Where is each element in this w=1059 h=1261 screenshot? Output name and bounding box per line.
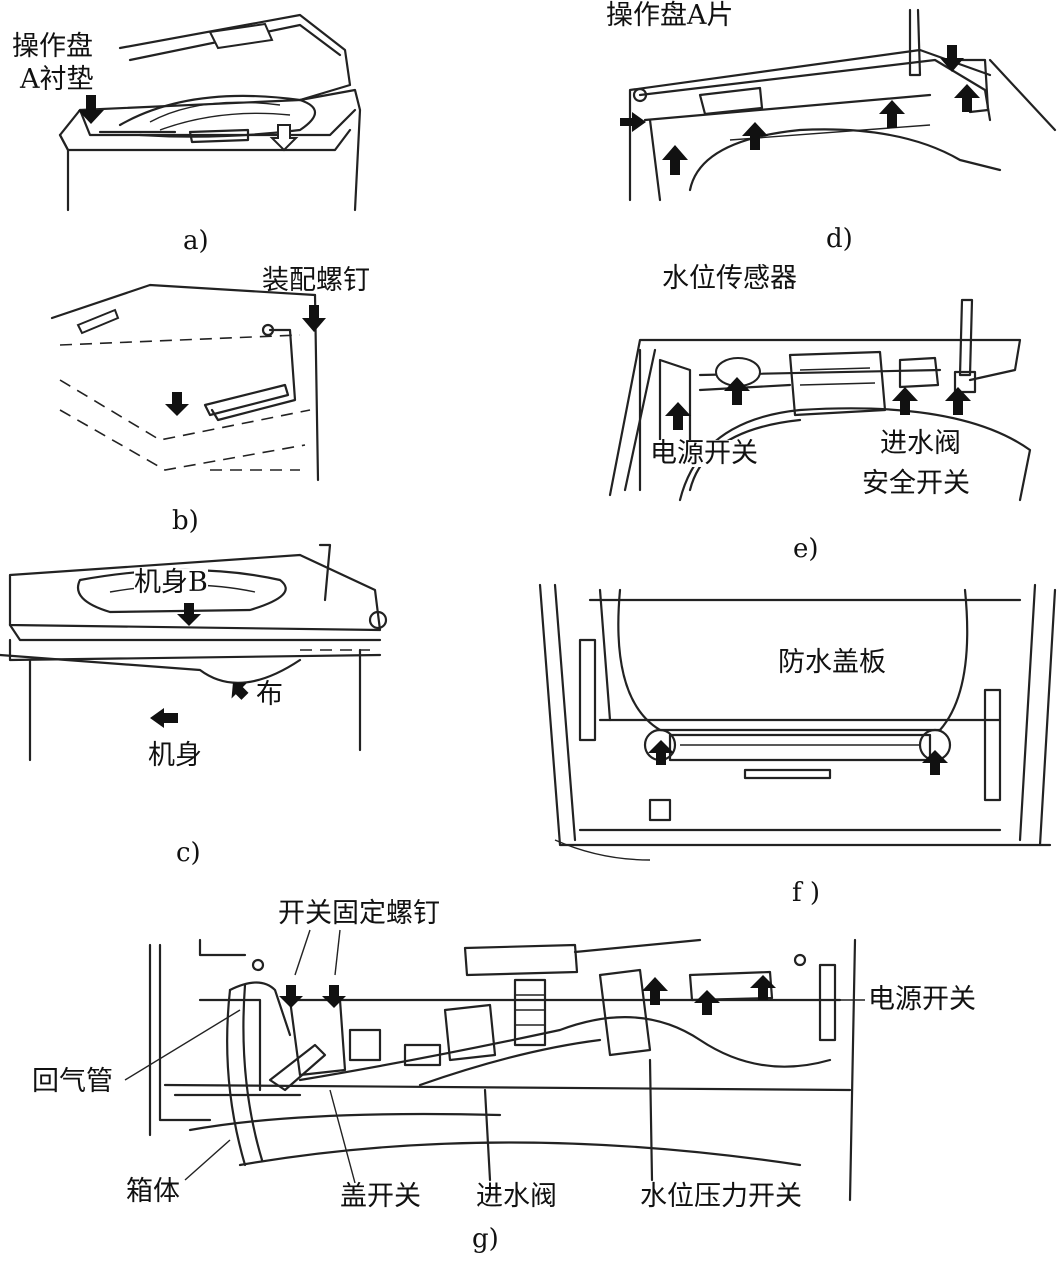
panel-f-drawing	[538, 583, 1057, 861]
panel-g-label-return-pipe: 回气管	[32, 1066, 113, 1097]
panel-a-label-line2: A衬垫	[20, 64, 94, 95]
panel-c-label-cloth: 布	[256, 679, 283, 710]
panel-e-label-valve: 进水阀	[880, 428, 961, 459]
panel-e-label-sensor: 水位传感器	[662, 263, 797, 294]
panel-g-label-power: 电源开关	[868, 984, 976, 1015]
panel-g-drawing	[124, 929, 865, 1202]
panel-g-label-case: 箱体	[126, 1176, 180, 1207]
panel-e-caption: e)	[793, 534, 819, 564]
panel-d-label-plate: 操作盘A片	[606, 0, 734, 31]
panel-g-label-screw: 开关固定螺钉	[278, 898, 440, 929]
panel-e-label-safety: 安全开关	[862, 468, 970, 499]
panel-d-caption: d)	[826, 224, 853, 254]
panel-b-drawing	[50, 283, 326, 482]
panel-b-caption: b)	[172, 506, 199, 536]
panel-e-drawing	[608, 298, 1032, 502]
panel-b-label-screw: 装配螺钉	[262, 265, 370, 296]
panel-a-caption: a)	[183, 226, 209, 256]
panel-g-label-lid-switch: 盖开关	[340, 1181, 421, 1212]
panel-f-label-cover: 防水盖板	[778, 647, 886, 678]
panel-d-drawing	[620, 8, 1057, 202]
panel-f-caption: f )	[792, 878, 821, 908]
panel-c-drawing	[0, 543, 388, 762]
panel-c-label-body: 机身	[148, 740, 202, 771]
panel-g-label-valve: 进水阀	[476, 1181, 557, 1212]
panel-a-label-line1: 操作盘	[12, 31, 93, 62]
panel-c-label-body-b: 机身B	[134, 567, 208, 598]
panel-e-label-power: 电源开关	[650, 438, 758, 469]
panel-a-drawing	[58, 13, 362, 212]
panel-c-caption: c)	[176, 838, 201, 868]
panel-g-caption: g)	[472, 1224, 499, 1254]
panel-g-label-pressure-switch: 水位压力开关	[640, 1181, 802, 1212]
